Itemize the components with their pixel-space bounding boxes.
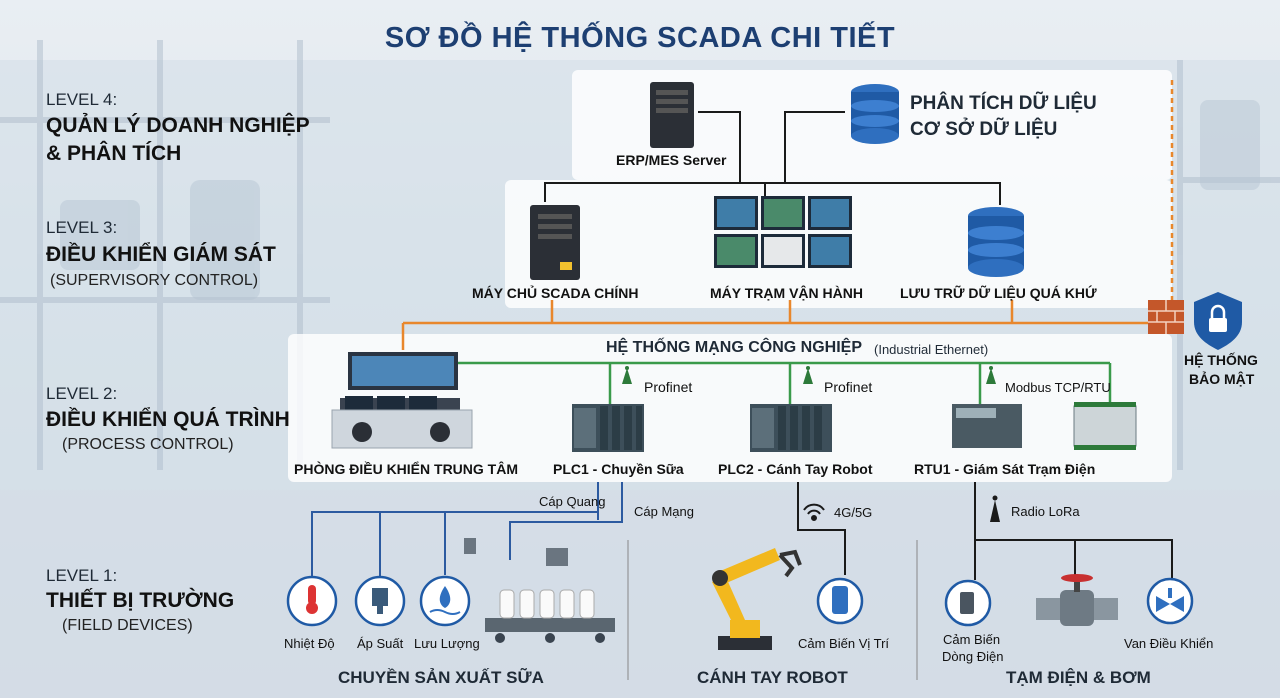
lora-link-label: Radio LoRa [1011, 504, 1080, 519]
network-sub-label: (Industrial Ethernet) [874, 342, 989, 357]
cable-link-label: Cáp Mạng [634, 504, 694, 519]
field-links [311, 482, 623, 580]
flow-sensor-icon [419, 575, 471, 627]
level2-name: ĐIỀU KHIỂN QUÁ TRÌNH [46, 408, 290, 431]
antenna-icons [622, 366, 996, 384]
temperature-label: Nhiệt Độ [284, 636, 335, 651]
current-sensor-label-line2: Dòng Điện [942, 649, 1004, 664]
area-dividers [627, 540, 918, 680]
flow-label: Lưu Lượng [414, 636, 480, 651]
scada-server-icon [530, 205, 580, 280]
control-room-label: PHÒNG ĐIỀU KHIỂN TRUNG TÂM [294, 461, 518, 477]
security-label-line1: HỆ THỐNG [1184, 352, 1258, 368]
control-valve-label: Van Điều Khiển [1124, 636, 1214, 651]
level1-sub: (FIELD DEVICES) [62, 617, 193, 634]
erp-server-label: ERP/MES Server [616, 152, 727, 168]
plc2-label: PLC2 - Cánh Tay Robot [718, 461, 873, 477]
fiber-link-label: Cáp Quang [539, 494, 606, 509]
plc1-label: PLC1 - Chuyền Sữa [553, 461, 684, 477]
level2-number: LEVEL 2: [46, 384, 118, 403]
radio-tower-icon [990, 495, 1000, 522]
scada-server-label: MÁY CHỦ SCADA CHÍNH [472, 285, 639, 301]
milk-production-line-icon [464, 538, 615, 643]
security-label-line2: BẢO MẬT [1189, 371, 1255, 387]
robot-arm-icon [712, 548, 802, 650]
protocol-profinet-2: Profinet [824, 379, 873, 395]
wifi-icon [803, 503, 825, 521]
pressure-label: Áp Suất [357, 636, 404, 651]
operator-monitors-icon [714, 196, 852, 268]
position-sensor-label: Cảm Biến Vị Trí [798, 636, 890, 651]
plc2-icon [750, 404, 832, 452]
page-title: SƠ ĐỒ HỆ THỐNG SCADA CHI TIẾT [384, 22, 896, 54]
level4-number: LEVEL 4: [46, 90, 118, 109]
shield-lock-icon [1194, 292, 1242, 350]
level3-name: ĐIỀU KHIỂN GIÁM SÁT [46, 243, 276, 266]
analytics-label-line2: CƠ SỞ DỮ LIỆU [910, 119, 1058, 140]
protocol-profinet-1: Profinet [644, 379, 693, 395]
level4-links [544, 111, 1001, 205]
substation-area-label: TẠM ĐIỆN & BƠM [1006, 668, 1151, 687]
position-sensor-icon [816, 577, 864, 625]
level3-number: LEVEL 3: [46, 218, 118, 237]
robot-arm-area-label: CÁNH TAY ROBOT [697, 668, 848, 687]
erp-server-icon [650, 82, 694, 148]
milk-line-area-label: CHUYỀN SẢN XUẤT SỮA [338, 668, 544, 687]
level1-name: THIẾT BỊ TRƯỜNG [46, 589, 235, 612]
control-valve-icon [1146, 577, 1194, 625]
operator-station-label: MÁY TRẠM VẬN HÀNH [710, 285, 863, 301]
thermometer-icon [286, 575, 338, 627]
level2-sub: (PROCESS CONTROL) [62, 436, 234, 453]
pipe-valve-icon [1036, 574, 1118, 626]
ethernet-links [401, 80, 1174, 350]
cellular-link-label: 4G/5G [834, 505, 873, 520]
wireless-links [797, 482, 1173, 580]
control-room-icon [331, 352, 473, 449]
plc1-icon [572, 404, 644, 452]
firewall-icon [1148, 300, 1184, 334]
analytics-database-icon [851, 84, 899, 144]
level3-sub: (SUPERVISORY CONTROL) [50, 272, 259, 289]
pressure-sensor-icon [354, 575, 406, 627]
analytics-label-line1: PHÂN TÍCH DỮ LIỆU [910, 93, 1097, 114]
level1-number: LEVEL 1: [46, 566, 118, 585]
protocol-modbus: Modbus TCP/RTU [1005, 380, 1111, 395]
current-sensor-label-line1: Cảm Biến [943, 632, 1001, 647]
level4-name-line1: QUẢN LÝ DOANH NGHIỆP [46, 114, 310, 137]
rtu1-label: RTU1 - Giám Sát Trạm Điện [914, 461, 1096, 477]
industrial-network-links [458, 361, 1112, 405]
historian-database-icon [968, 207, 1024, 277]
current-sensor-icon [944, 579, 992, 627]
level4-name-line2: & PHÂN TÍCH [46, 142, 182, 165]
rtu-icon [952, 402, 1137, 450]
network-label: HỆ THỐNG MẠNG CÔNG NGHIỆP [606, 339, 863, 356]
historian-label: LƯU TRỮ DỮ LIỆU QUÁ KHỨ [900, 285, 1097, 301]
